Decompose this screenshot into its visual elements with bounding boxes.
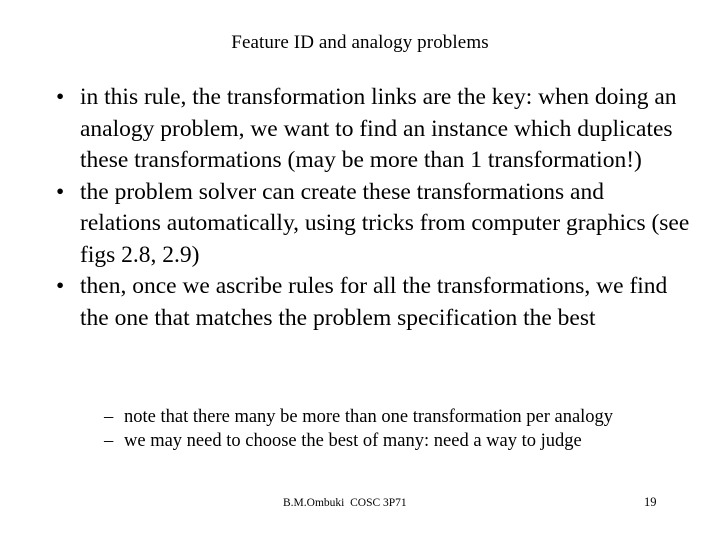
bullet-marker-icon: • — [56, 178, 65, 205]
sub-bullet-text: we may need to choose the best of many: … — [124, 431, 582, 451]
bullet-marker-icon: • — [56, 273, 65, 299]
bullet-item: • in this rule, the transformation links… — [50, 82, 690, 177]
bullet-item: • the problem solver can create these tr… — [50, 177, 690, 272]
dash-marker-icon: – — [104, 407, 114, 427]
page-title: Feature ID and analogy problems — [231, 32, 489, 53]
sub-bullet-text: note that there many be more than one tr… — [124, 407, 614, 427]
bullet-text: then, once we ascribe rules for all the … — [80, 273, 668, 331]
bullet-marker-icon: • — [56, 84, 65, 110]
sub-bullet-list: – note that there many be more than one … — [104, 405, 694, 453]
footer-page-number: 19 — [644, 495, 657, 509]
sub-bullet-item: – note that there many be more than one … — [104, 405, 694, 429]
bullet-text: the problem solver can create these tran… — [80, 178, 690, 268]
bullet-list: • in this rule, the transformation links… — [50, 82, 690, 334]
footer-credit: B.M.Ombuki COSC 3P71 — [283, 497, 407, 509]
sub-bullet-item: – we may need to choose the best of many… — [104, 429, 694, 453]
dash-marker-icon: – — [104, 431, 114, 451]
bullet-text: in this rule, the transformation links a… — [80, 84, 677, 173]
bullet-item: • then, once we ascribe rules for all th… — [50, 271, 690, 334]
